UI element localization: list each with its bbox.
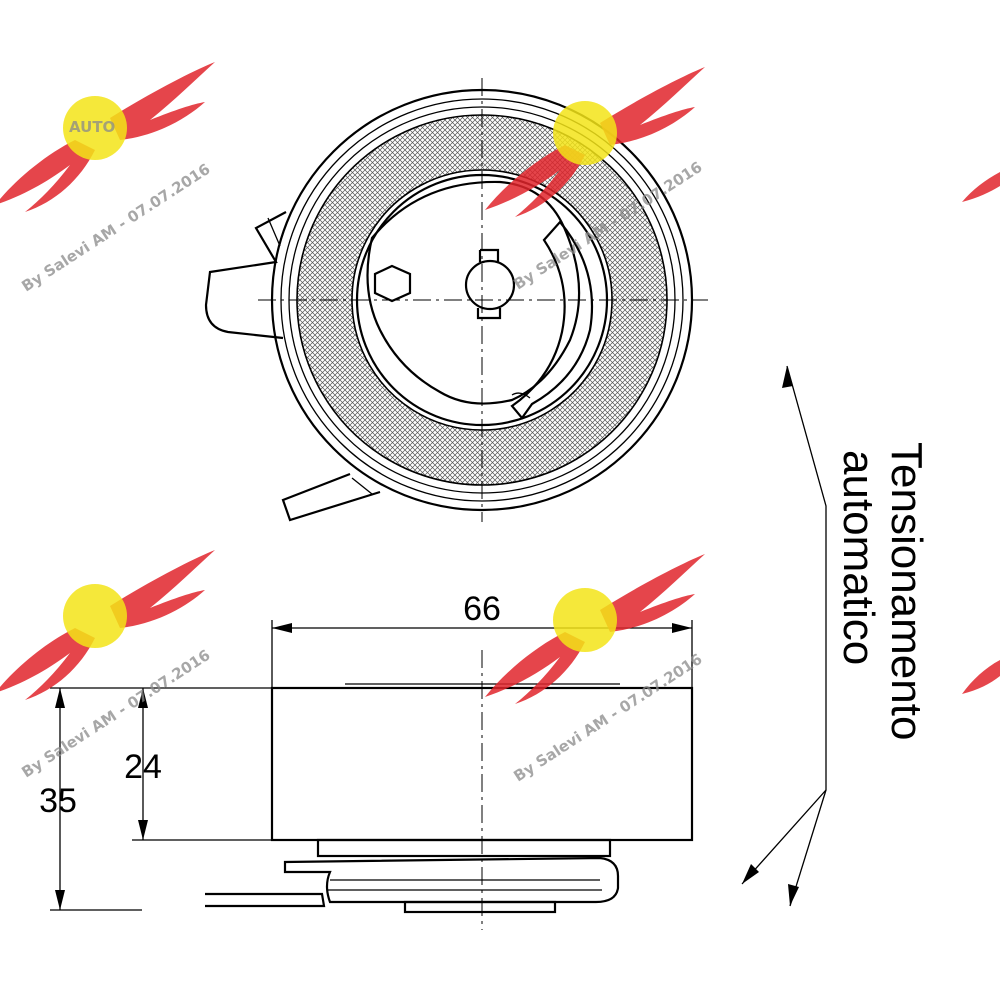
arrow-head-top [782, 366, 793, 388]
dimension-width-value: 66 [463, 590, 501, 628]
knurled-band [296, 114, 668, 486]
label-line-1: Tensionamento [882, 442, 931, 740]
watermark-logo-2 [485, 67, 705, 217]
dimension-inner-height: 24 [124, 687, 272, 841]
top-view [204, 78, 708, 522]
watermark-logo-4 [485, 554, 705, 704]
watermark-logo-1: AUTO [0, 62, 215, 212]
arrow-head-bottom [788, 884, 799, 906]
label-line-2: automatico [834, 450, 883, 665]
base-arm [205, 892, 326, 908]
watermark-logo-3 [0, 550, 215, 700]
dimension-total-height-value: 35 [39, 782, 77, 820]
watermark-text-1: By Salevi AM - 07.07.2016 [18, 160, 213, 295]
dimension-inner-height-value: 24 [124, 748, 162, 786]
base-foot [403, 900, 557, 914]
bracket-inner [267, 217, 281, 247]
left-bracket [204, 211, 287, 340]
side-view: 66 24 35 [39, 590, 694, 930]
eccentric-plate [366, 180, 581, 405]
adjust-arc [510, 220, 594, 420]
rotation-line [741, 365, 827, 885]
rotation-indicator [741, 365, 827, 907]
center-bolt [464, 259, 516, 311]
hub-base [283, 856, 620, 904]
lever-arm [281, 472, 381, 522]
key-slot [476, 248, 502, 320]
dimension-width: 66 [271, 590, 693, 688]
hub-upper [316, 838, 612, 858]
watermark-wing-edge-top [962, 172, 1000, 202]
svg-text:AUTO: AUTO [69, 118, 115, 136]
arrow-head-bottom-left [742, 864, 759, 884]
watermark-wing-edge-bottom [962, 660, 1000, 694]
dimension-total-height: 35 [39, 687, 142, 911]
hex-bolt [373, 264, 412, 303]
